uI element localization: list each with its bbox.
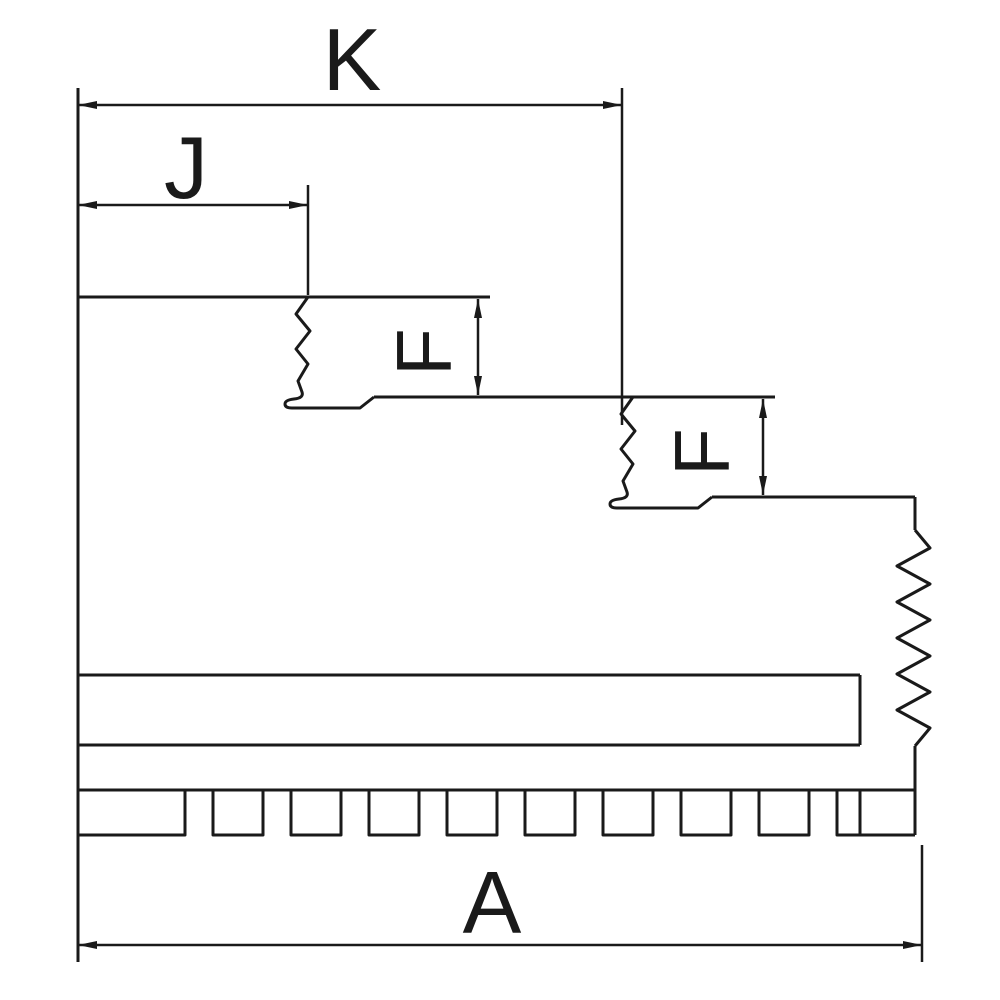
k-label: K — [323, 10, 382, 109]
j-label: J — [164, 118, 208, 217]
dimension-k — [78, 88, 624, 425]
break-line-upper — [283, 296, 375, 410]
f-upper-label: F — [380, 328, 468, 376]
f-lower-label: F — [658, 428, 746, 476]
dimension-a — [78, 845, 924, 962]
break-line-lower — [608, 396, 713, 510]
dimension-labels: K J F F A — [164, 10, 746, 952]
bottom-castellations — [78, 790, 915, 837]
jaw-profile — [76, 88, 932, 962]
dimension-lines — [78, 88, 924, 962]
dimension-j — [78, 185, 310, 295]
a-label: A — [463, 853, 522, 952]
serrated-back-teeth — [895, 529, 932, 747]
